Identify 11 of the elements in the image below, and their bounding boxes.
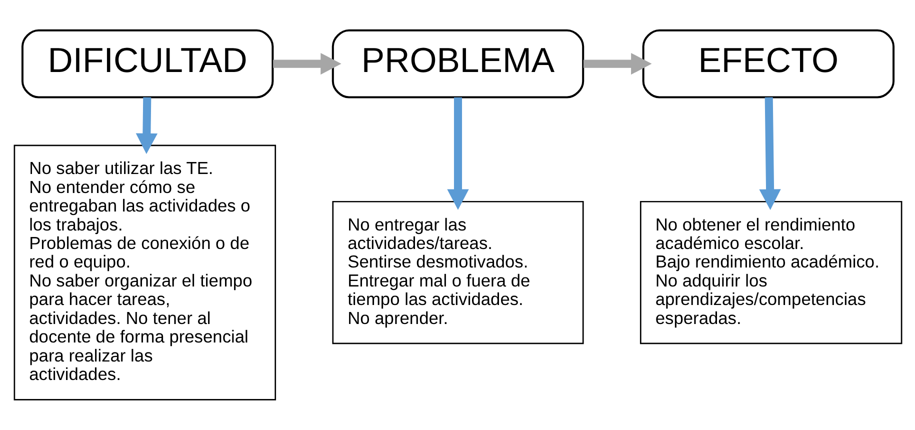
node-box: EFECTO [642, 29, 894, 98]
arrow [272, 52, 341, 75]
arrow [135, 97, 158, 154]
node-box: No obtener el rendimiento académico escolar. Bajo rendimiento académico. No adquirir los aprendizajes/competencias esperadas. [639, 200, 902, 344]
arrow [758, 97, 780, 210]
arrow [446, 97, 468, 210]
arrow [583, 52, 652, 75]
node-box: PROBLEMA [331, 29, 584, 98]
node-box: No saber utilizar las TE. No entender cómo se entregaban las actividades o los trabajos. Problemas de conexión o de red o equipo. No saber organizar el tiempo para hacer tareas, actividades. No tener al docente de forma presencial para realizar las actividades. [13, 144, 276, 400]
node-box: DIFICULTAD [20, 29, 274, 98]
node-box: No entregar las actividades/tareas. Sentirse desmotivados. Entregar mal o fuera de tiempo las actividades. No aprender. [332, 200, 584, 344]
